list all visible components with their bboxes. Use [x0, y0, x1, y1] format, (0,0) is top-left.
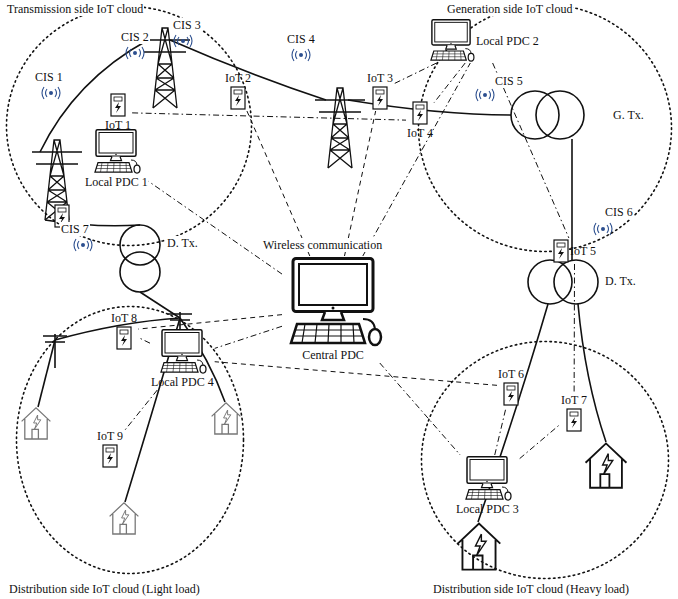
communication-link [520, 424, 560, 458]
iot-meter: IoT 4 [406, 100, 434, 141]
computer-icon [462, 456, 512, 501]
pdc-computer: Local PDC 4 [150, 328, 215, 390]
pdc-computer: Central PDC [282, 256, 384, 363]
node-icon [427, 19, 475, 62]
cis-label: CIS 3 [172, 18, 202, 32]
node-icon [503, 382, 519, 406]
component-label: G. Tx. [612, 108, 645, 122]
iot-label: IoT 7 [561, 393, 587, 407]
pdc-label: Local PDC 2 [476, 34, 539, 48]
node-icon [116, 326, 132, 350]
iot-meter: IoT 8 [110, 310, 138, 351]
iot-label: IoT 9 [97, 429, 123, 443]
component-label: Wireless communication [262, 238, 383, 252]
communication-link [138, 337, 150, 343]
iot-meter-icon [110, 93, 126, 117]
iot-cloud: Distribution side IoT cloud (Light load)… [15, 305, 245, 575]
communication-link [124, 390, 157, 431]
node-icon [91, 129, 141, 174]
communication-link [215, 326, 282, 348]
computer-icon [283, 257, 383, 347]
iot-label: IoT 6 [498, 367, 524, 381]
pdc-computer: Local PDC 1 [84, 128, 149, 190]
iot-meter-icon [372, 86, 388, 110]
iot-label: IoT 3 [367, 71, 393, 85]
iot-label: IoT 2 [225, 71, 251, 85]
communication-link [215, 362, 497, 386]
iot-cloud: Generation side IoT cloudLocal PDC 2IoT … [417, 3, 673, 253]
pdc-label: Central PDC [302, 348, 364, 362]
iot-meter-icon [503, 382, 519, 406]
communication-link [247, 111, 310, 256]
node-icon [553, 239, 569, 263]
component-label: D. Tx. [604, 274, 637, 288]
cis-label: CIS 7 [60, 222, 90, 236]
pdc-computer: Local PDC 3 [455, 455, 520, 517]
cloud-heading: Distribution side IoT cloud (Heavy load) [432, 582, 630, 596]
communication-link [363, 63, 471, 256]
iot-meter-icon [553, 239, 569, 263]
communication-link [493, 63, 569, 238]
node-icon [157, 329, 207, 374]
iot-meter: IoT 6 [497, 366, 525, 407]
computer-icon [91, 129, 141, 174]
iot-label: IoT 4 [407, 126, 433, 140]
communication-link [574, 264, 575, 392]
node-icon [110, 93, 126, 117]
communication-link [149, 181, 282, 274]
cloud-heading: Distribution side IoT cloud (Light load) [8, 582, 201, 596]
communication-link [495, 407, 506, 455]
cloud-outline [420, 340, 670, 580]
cloud-heading: Generation side IoT cloud [446, 2, 573, 16]
node-icon [372, 86, 388, 110]
iot-meter-icon [566, 408, 582, 432]
communication-link [344, 111, 375, 256]
iot-label: IoT 1 [105, 118, 131, 132]
pdc-label: Local PDC 4 [151, 375, 214, 389]
cis-label: CIS 6 [604, 205, 634, 219]
node-icon [566, 408, 582, 432]
node-icon [412, 101, 428, 125]
iot-meter-icon [230, 86, 246, 110]
iot-meter: IoT 7 [560, 392, 588, 433]
iot-meter: IoT 9 [96, 428, 124, 469]
cis-label: CIS 5 [494, 74, 524, 88]
cloud-heading: Transmission side IoT cloud [6, 2, 144, 16]
communication-link [132, 113, 406, 120]
iot-label: IoT 5 [570, 244, 596, 258]
cis-label: CIS 1 [34, 70, 64, 84]
component-label: D. Tx. [166, 236, 199, 250]
communication-link [434, 63, 465, 103]
iot-meter-icon [102, 444, 118, 468]
pdc-label: Local PDC 1 [85, 175, 148, 189]
communication-link [394, 63, 436, 84]
pdc-computer: Local PDC 2 [426, 18, 540, 63]
iot-meter: IoT 2 [224, 70, 252, 111]
iot-meter: IoT 5 [552, 238, 597, 264]
computer-icon [157, 329, 207, 374]
node-icon [283, 257, 383, 347]
iot-meter-icon [116, 326, 132, 350]
iot-meter-icon [412, 101, 428, 125]
node-icon [102, 444, 118, 468]
node-icon [462, 456, 512, 501]
computer-icon [427, 19, 475, 62]
cis-label: CIS 2 [120, 30, 150, 44]
communication-link [380, 363, 460, 455]
iot-cloud: Distribution side IoT cloud (Heavy load)… [420, 340, 670, 580]
iot-meter: IoT 1 [104, 92, 132, 133]
cis-label: CIS 4 [286, 32, 316, 46]
iot-meter: IoT 3 [366, 70, 394, 111]
iot-label: IoT 8 [111, 311, 137, 325]
pdc-label: Local PDC 3 [456, 502, 519, 516]
communication-link [138, 315, 282, 329]
node-icon [230, 86, 246, 110]
